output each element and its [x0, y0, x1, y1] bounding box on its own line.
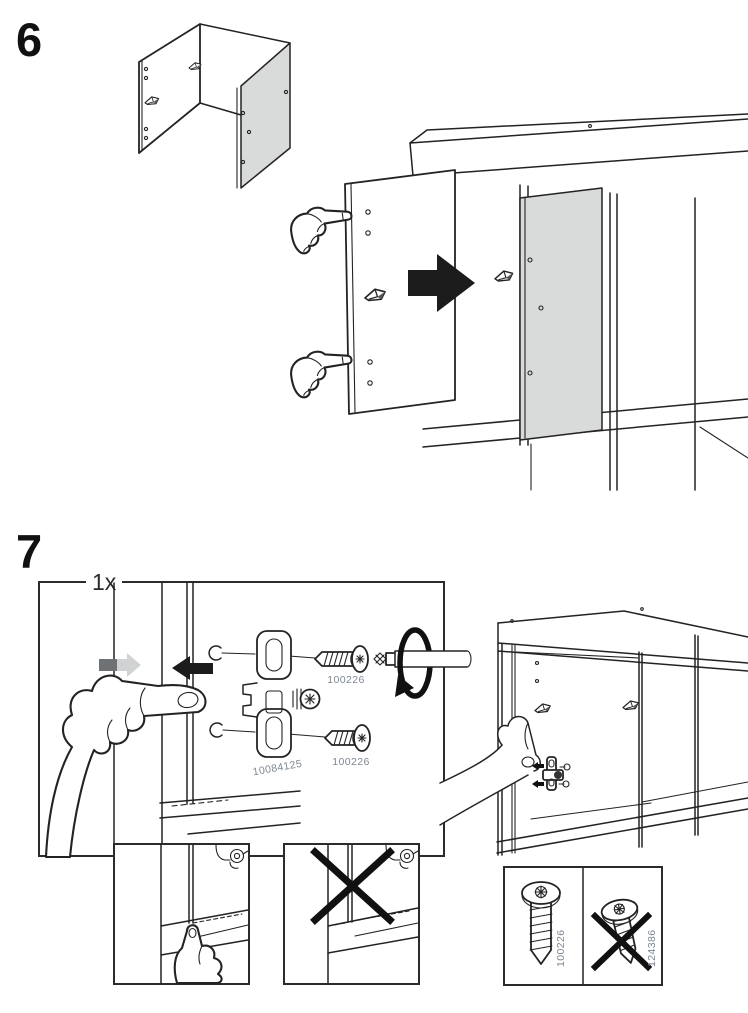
- front-door-panel: [344, 169, 456, 415]
- part-label-plate: 10084125: [252, 758, 303, 778]
- pointing-hand-bottom: [287, 346, 357, 400]
- pressing-hand-icon: [44, 674, 207, 859]
- fingernail: [188, 927, 197, 939]
- part-label-approved: 100226: [555, 930, 567, 967]
- parts-key-box: 100226 124386: [503, 866, 663, 986]
- quantity-label: 1x: [86, 567, 123, 597]
- step6-assembly-illustration: [287, 113, 748, 491]
- cabinet-structure: [496, 607, 748, 856]
- screw-bottom: [324, 724, 371, 752]
- pointing-up-hand-icon: [173, 924, 223, 985]
- screw-top: [314, 645, 369, 673]
- alignment-correct-drawing: [160, 844, 249, 985]
- top-slab: [409, 113, 748, 177]
- fingernail: [177, 691, 199, 709]
- alignment-correct-panel: [113, 843, 250, 985]
- mini-mounting-plate-diagram: [532, 756, 571, 791]
- back-door-panel: [519, 187, 603, 441]
- fingernail: [521, 756, 535, 768]
- alignment-wrong-drawing: [310, 844, 419, 984]
- rotation-arrowhead: [395, 675, 414, 697]
- screwdriver-icon: [373, 627, 472, 699]
- open-cube-frame: [138, 23, 291, 189]
- dowel-holes: [143, 66, 289, 165]
- star-recess: [613, 903, 625, 915]
- step7-detail-illustration: 100226 100226 10084125: [44, 582, 472, 859]
- approved-screw: [521, 881, 561, 965]
- mounting-plate-corner-icon: [215, 844, 249, 869]
- shelf-reference-lines: [159, 790, 301, 835]
- cube-left-panel: [138, 23, 201, 154]
- reaching-hand-icon: [439, 715, 541, 826]
- step6-cube-illustration: [138, 23, 291, 189]
- parts-key-drawing: 100226 124386: [521, 867, 658, 985]
- cross-out-icon: [310, 847, 395, 925]
- mini-arrow-top: [532, 762, 544, 770]
- step7-cabinet-overview: [439, 607, 748, 856]
- part-label-screw-top: 100226: [327, 674, 364, 686]
- alignment-wrong-panel: [283, 843, 420, 985]
- shelf-edge-lines: [160, 909, 249, 956]
- cube-right-panel: [240, 42, 291, 189]
- part-label-screw-bottom: 100226: [332, 756, 369, 768]
- rotation-arrow-front: [397, 627, 416, 699]
- insert-arrow-icon: [408, 254, 475, 312]
- cross-out-icon: [590, 911, 653, 972]
- step6-number: 6: [16, 13, 42, 66]
- part-label-forbidden: 124386: [646, 930, 658, 967]
- forbidden-screw: [590, 898, 653, 972]
- star-recess: [534, 885, 548, 899]
- press-arrow-black-icon: [172, 656, 213, 680]
- hinge-mounting-plate: [242, 630, 321, 758]
- mini-arrow-bottom: [532, 780, 544, 788]
- press-arrow-gray-icon: [99, 653, 141, 677]
- step7-number: 7: [16, 525, 42, 578]
- shelf-edge-lines: [327, 907, 419, 954]
